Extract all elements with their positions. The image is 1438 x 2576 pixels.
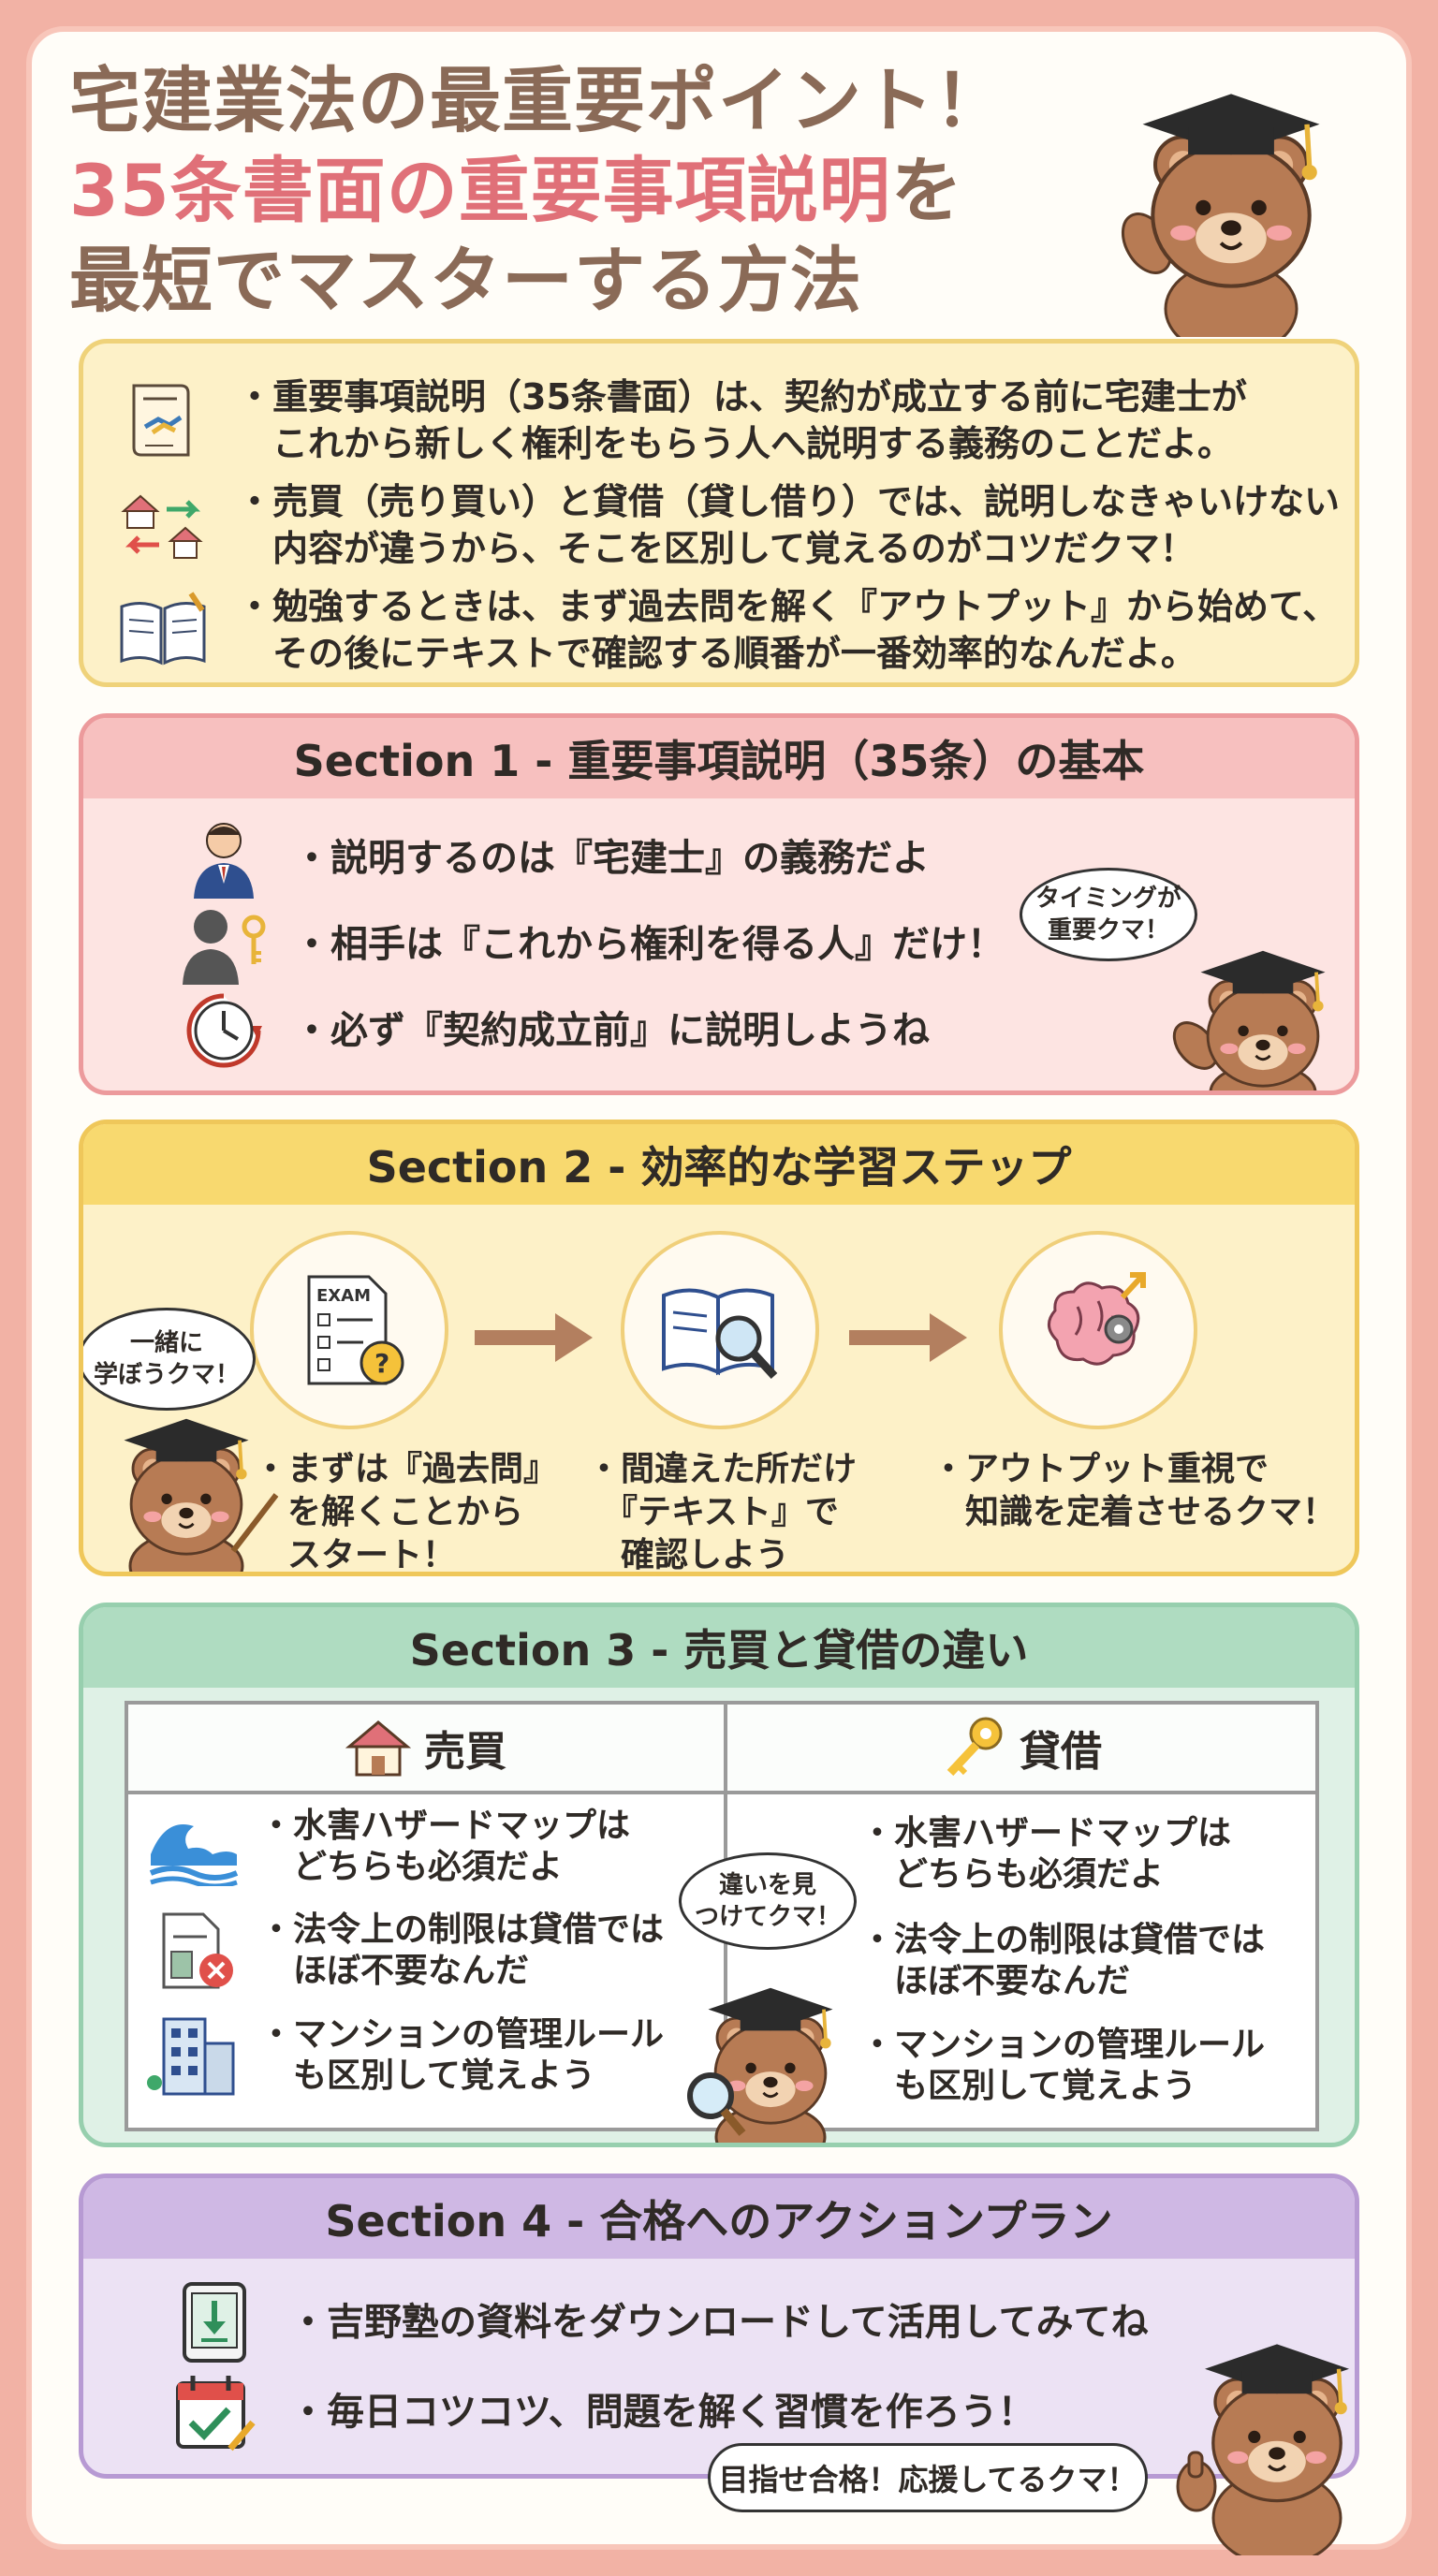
section-1: Section 1 - 重要事項説明（35条）の基本 ・説明するのは『宅建士』の… — [79, 713, 1359, 1095]
book-magnifier-icon — [662, 1288, 778, 1380]
section-4-title: Section 4 - 合格へのアクションプラン — [83, 2178, 1355, 2259]
section-1-item: ・相手は『これから権利を得る人』だけ！ — [83, 901, 1355, 988]
wave-icon — [149, 1824, 239, 1886]
bear-graduate-pointing — [122, 1416, 279, 1572]
title-line-2-highlight: 35条書面の重要事項説明 — [69, 149, 891, 232]
key-icon — [946, 1717, 1003, 1777]
handshake-contract-icon — [111, 373, 214, 467]
apartment-icon — [147, 2017, 235, 2096]
table-row: ・水害ハザードマップは どちらも必須だよ — [860, 1813, 1231, 1895]
section-4-body: ・吉野塾の資料をダウンロードして活用してみてね ・毎日コツコツ、問題を解く習慣を… — [83, 2259, 1355, 2457]
bear-graduate-thumbs-up — [1176, 2312, 1389, 2555]
table-row: ・水害ハザードマップは どちらも必須だよ — [147, 1806, 630, 1888]
section-3-title: Section 3 - 売買と貸借の違い — [83, 1607, 1355, 1688]
step-3-circle — [999, 1231, 1197, 1429]
title-line-1: 宅建業法の最重要ポイント！ — [69, 59, 1006, 142]
intro-text: ・売買（売り買い）と貸借（貸し借り）では、説明しなきゃいけない 内容が違うから、… — [237, 481, 1341, 569]
table-cell-text: ・水害ハザードマップは どちらも必須だよ — [259, 1807, 631, 1886]
clock-icon — [177, 988, 271, 1073]
section-1-item: ・説明するのは『宅建士』の義務だよ — [83, 815, 1355, 901]
column-label-baibai: 売買 — [424, 1728, 506, 1776]
speech-bubble: 一緒に 学ぼうクマ！ — [83, 1308, 256, 1411]
table-cell-text: ・法令上の制限は貸借では ほぼ不要なんだ — [860, 1921, 1266, 2000]
intro-item: ・売買（売り買い）と貸借（貸し借り）では、説明しなきゃいけない 内容が違うから、… — [83, 473, 1355, 578]
section-4-item: ・吉野塾の資料をダウンロードして活用してみてね — [83, 2277, 1355, 2367]
page-title: 宅建業法の最重要ポイント！ 35条書面の重要事項説明を 最短でマスターする方法 — [69, 56, 1099, 326]
table-cell-text: ・法令上の制限は貸借では ほぼ不要なんだ — [259, 1910, 665, 1990]
title-line-2-particle: を — [890, 149, 963, 232]
section-3: Section 3 - 売買と貸借の違い 売買 貸借 — [79, 1603, 1359, 2147]
study-steps: EXAM ? — [83, 1205, 1355, 1574]
arrow-right-icon — [475, 1313, 593, 1362]
table-header-left: 売買 — [128, 1705, 724, 1794]
section-1-text: ・必ず『契約成立前』に説明しようね — [293, 1009, 930, 1052]
section-1-text: ・説明するのは『宅建士』の義務だよ — [293, 837, 930, 880]
section-1-body: ・説明するのは『宅建士』の義務だよ ・相手は『これから権利を得る人』だけ！ — [83, 798, 1355, 1074]
bear-graduate-winking — [1172, 948, 1328, 1090]
svg-text:?: ? — [374, 1348, 389, 1379]
step-2-circle — [621, 1231, 819, 1429]
arrow-right-icon — [849, 1313, 967, 1362]
houses-exchange-icon — [111, 478, 214, 572]
table-cell-text: ・マンションの管理ルール も区別して覚えよう — [860, 2026, 1266, 2105]
section-4-text: ・毎日コツコツ、問題を解く習慣を作ろう！ — [289, 2391, 1035, 2434]
section-1-title: Section 1 - 重要事項説明（35条）の基本 — [83, 718, 1355, 798]
table-cell-text: ・マンションの管理ルール も区別して覚えよう — [259, 2015, 665, 2095]
section-2: Section 2 - 効率的な学習ステップ EXAM ? — [79, 1120, 1359, 1576]
businessman-icon — [177, 816, 271, 900]
exam-label: EXAM — [316, 1286, 371, 1306]
table-row: ・法令上の制限は貸借では ほぼ不要なんだ — [860, 1920, 1265, 2002]
section-1-item: ・必ず『契約成立前』に説明しようね — [83, 988, 1355, 1074]
intro-text: ・勉強するときは、まず過去問を解く『アウトプット』から始めて、 その後にテキスト… — [237, 586, 1339, 674]
brain-gear-icon — [1048, 1272, 1146, 1366]
table-row: ・法令上の制限は貸借では ほぼ不要なんだ — [147, 1909, 664, 1993]
section-4-text: ・吉野塾の資料をダウンロードして活用してみてね — [289, 2301, 1149, 2344]
step-3-text: ・アウトプット重視で 知識を定着させるクマ！ — [932, 1450, 1337, 1531]
intro-text: ・重要事項説明（35条書面）は、契約が成立する前に宅建士が これから新しく権利を… — [237, 376, 1247, 464]
bear-graduate-magnifier — [687, 1985, 835, 2143]
bear-graduate-waving — [1121, 56, 1376, 337]
intro-item: ・勉強するときは、まず過去問を解く『アウトプット』から始めて、 その後にテキスト… — [83, 578, 1355, 682]
open-book-icon — [111, 583, 214, 677]
section-2-title: Section 2 - 効率的な学習ステップ — [83, 1124, 1355, 1205]
house-icon — [345, 1720, 411, 1777]
speech-bubble: 違いを見 つけてクマ！ — [679, 1852, 857, 1950]
column-label-taishaku: 貸借 — [1020, 1728, 1102, 1776]
table-cell-text: ・水害ハザードマップは どちらも必須だよ — [860, 1814, 1232, 1894]
section-4-item: ・毎日コツコツ、問題を解く習慣を作ろう！ — [83, 2367, 1355, 2457]
calendar-check-icon — [168, 2370, 261, 2454]
intro-summary-box: ・重要事項説明（35条書面）は、契約が成立する前に宅建士が これから新しく権利を… — [79, 339, 1359, 687]
table-row: ・マンションの管理ルール も区別して覚えよう — [860, 2025, 1265, 2107]
tablet-download-icon — [168, 2280, 261, 2364]
table-header-right: 貸借 — [727, 1705, 1315, 1794]
title-line-2: 35条書面の重要事項説明を — [69, 146, 1099, 236]
section-1-text: ・相手は『これから権利を得る人』だけ！ — [293, 923, 1005, 966]
speech-bubble: タイミングが 重要クマ！ — [1020, 868, 1197, 961]
step-1-text: ・まずは『過去問』 を解くことから スタート！ — [254, 1450, 558, 1574]
document-x-icon — [162, 1912, 233, 1989]
section-4: Section 4 - 合格へのアクションプラン ・吉野塾の資料をダウンロードし… — [79, 2174, 1359, 2479]
cheer-speech-bubble: 目指せ合格！応援してるクマ！ — [708, 2443, 1148, 2512]
step-1-circle: EXAM ? — [250, 1231, 448, 1429]
table-row: ・マンションの管理ルール も区別して覚えよう — [147, 2012, 664, 2100]
intro-item: ・重要事項説明（35条書面）は、契約が成立する前に宅建士が これから新しく権利を… — [83, 368, 1355, 473]
step-2-text: ・間違えた所だけ 『テキスト』で 確認しよう — [587, 1450, 858, 1574]
exam-sheet-icon: EXAM ? — [307, 1275, 404, 1385]
person-key-icon — [177, 902, 271, 987]
title-line-3: 最短でマスターする方法 — [69, 239, 862, 322]
